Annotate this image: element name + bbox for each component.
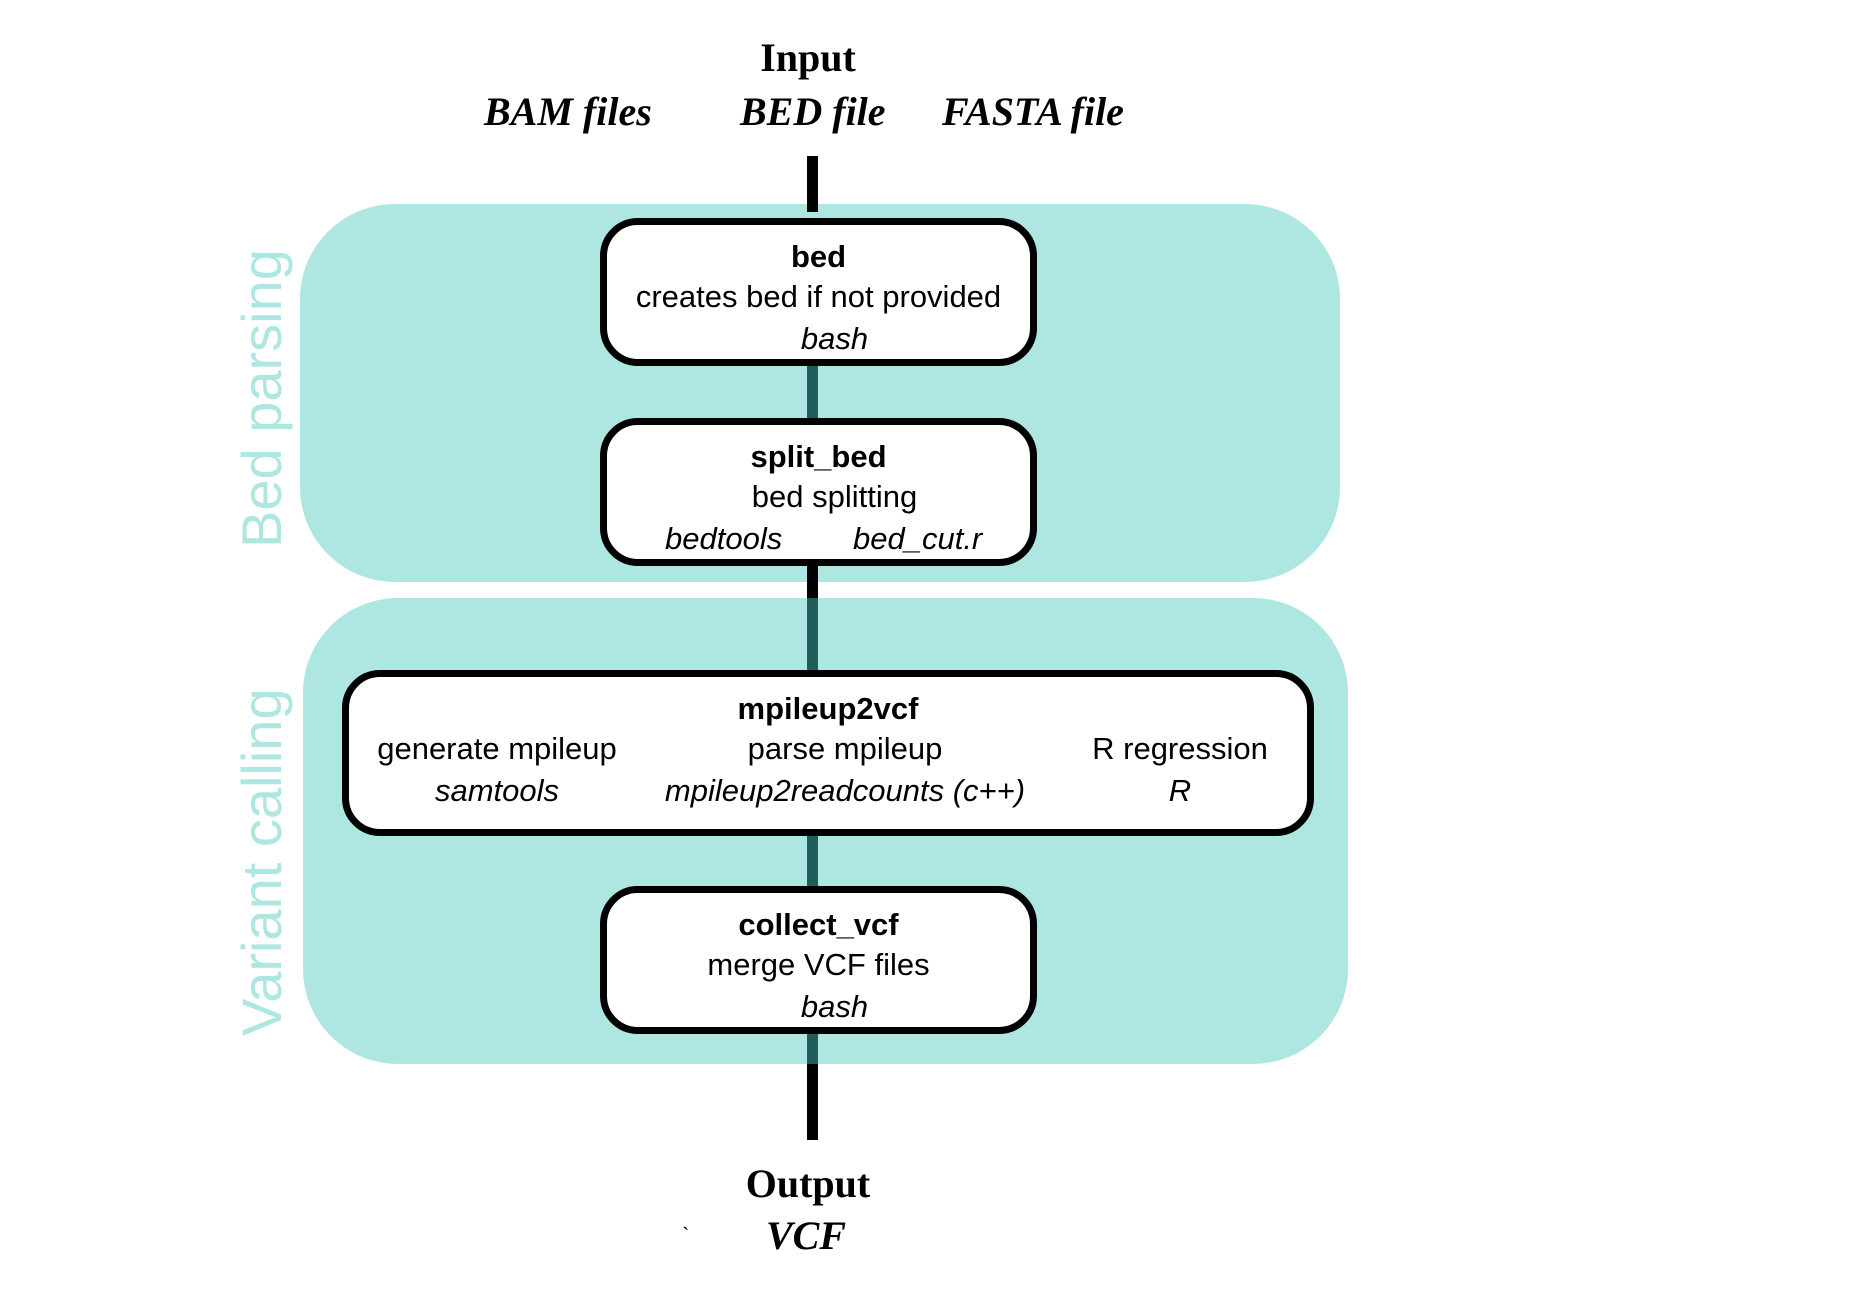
connector-split-to-mpileup [807, 598, 818, 676]
step-mpileup2vcf-box: mpileup2vcf generate mpileup samtools pa… [342, 670, 1314, 836]
step-split-bed-title: split_bed [750, 439, 887, 474]
connector-mpileup-to-collect [807, 832, 818, 890]
step-split-bed-box: split_bed bed splitting bedtools bed_cut… [600, 418, 1037, 566]
group-label-variant-calling: Variant calling [230, 688, 293, 1036]
connector-bed-to-split [807, 360, 818, 426]
output-file-vcf: VCF [766, 1213, 847, 1258]
step-collect-vcf-description: merge VCF files [707, 947, 930, 982]
step-bed-description: creates bed if not provided [635, 279, 1002, 314]
input-file-bed: BED file [740, 89, 886, 134]
step-bed-title: bed [790, 239, 847, 274]
substep-parse-mpileup-tool: mpileup2readcounts (c++) [664, 773, 1026, 808]
input-title: Input [760, 35, 856, 80]
substep-parse-mpileup-description: parse mpileup [747, 731, 943, 766]
group-label-bed-parsing: Bed parsing [230, 249, 293, 548]
input-file-bam: BAM files [484, 89, 652, 134]
substep-r-regression-description: R regression [1092, 731, 1268, 766]
substep-generate-mpileup-description: generate mpileup [377, 731, 617, 766]
step-collect-vcf-tool: bash [800, 989, 869, 1024]
connector-output [807, 1064, 818, 1140]
step-bed-tool: bash [800, 321, 869, 356]
step-split-bed-tool-bedtools: bedtools [665, 521, 783, 556]
connector-collect-to-group-end [807, 1030, 818, 1064]
step-mpileup2vcf-title: mpileup2vcf [737, 691, 919, 726]
output-stray-mark: ` [682, 1222, 690, 1247]
connector-input [807, 156, 818, 212]
step-collect-vcf-title: collect_vcf [738, 907, 899, 942]
step-split-bed-tool-bed-cut: bed_cut.r [853, 521, 983, 556]
output-title: Output [745, 1161, 871, 1206]
step-collect-vcf-box: collect_vcf merge VCF files bash [600, 886, 1037, 1034]
substep-generate-mpileup-tool: samtools [434, 773, 560, 808]
step-bed-box: bed creates bed if not provided bash [600, 218, 1037, 366]
substep-r-regression-tool: R [1168, 773, 1192, 808]
connector-split-to-gap [807, 562, 818, 598]
input-file-fasta: FASTA file [942, 89, 1124, 134]
step-split-bed-description: bed splitting [751, 479, 918, 514]
